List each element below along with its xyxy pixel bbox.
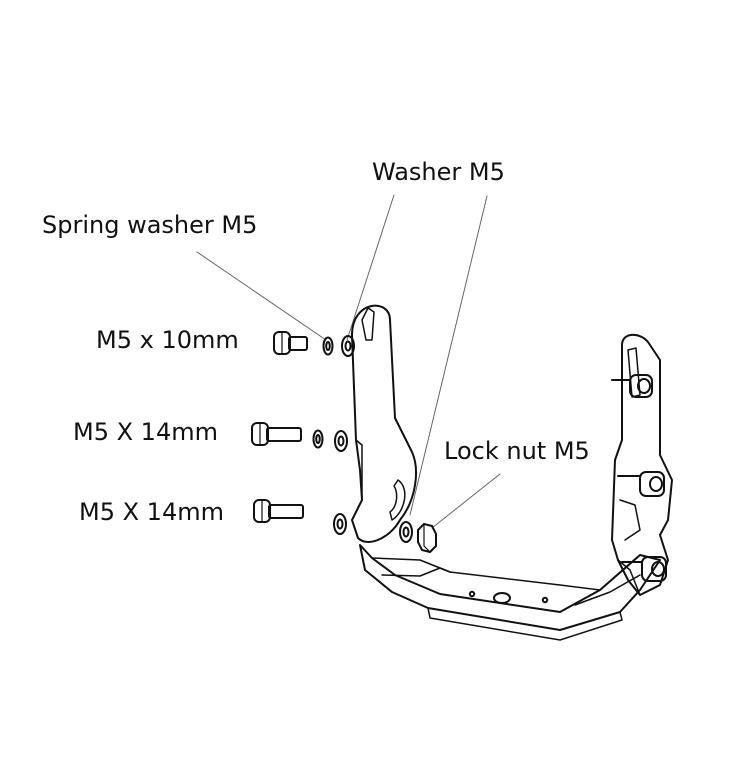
- bolt-top: [273, 331, 308, 355]
- washer-behind-plate: [399, 521, 413, 543]
- right-side-bolts: [611, 374, 667, 582]
- label-washer: Washer M5: [372, 158, 505, 186]
- label-spring-washer: Spring washer M5: [42, 211, 258, 239]
- washer-bottom: [333, 513, 347, 535]
- bolt-top-assembly: [273, 331, 355, 357]
- spring-washer-top: [322, 336, 334, 356]
- label-bolt-middle: M5 X 14mm: [73, 418, 218, 446]
- lock-nut: [417, 523, 437, 553]
- leader-lines: [196, 194, 501, 529]
- base-plate: [359, 544, 661, 641]
- spring-washer-middle: [312, 429, 324, 449]
- leader-washer-left: [346, 194, 395, 341]
- leader-lock-nut: [431, 473, 501, 529]
- bolt-middle: [251, 422, 302, 446]
- leader-washer-right: [409, 195, 488, 516]
- left-bracket-plate: [351, 304, 417, 543]
- bolt-middle-assembly: [251, 422, 348, 452]
- leader-spring-washer: [196, 251, 327, 341]
- washer-top: [341, 335, 355, 357]
- label-lock-nut: Lock nut M5: [444, 437, 590, 465]
- label-bolt-top: M5 x 10mm: [96, 326, 239, 354]
- right-bolt-middle: [617, 471, 665, 497]
- bolt-bottom-assembly: [253, 499, 413, 543]
- label-bolt-bottom: M5 X 14mm: [79, 498, 224, 526]
- washer-middle: [334, 430, 348, 452]
- right-bolt-top: [611, 374, 653, 398]
- right-bolt-bottom: [621, 556, 667, 582]
- right-bracket-plate: [611, 333, 673, 596]
- bolt-bottom: [253, 499, 304, 523]
